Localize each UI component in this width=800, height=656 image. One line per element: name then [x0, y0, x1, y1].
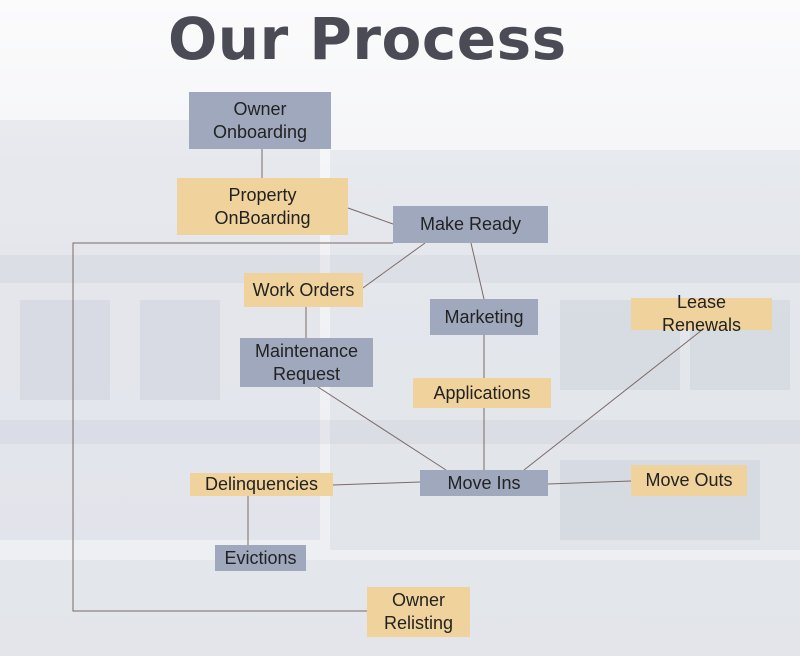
evictions-label: Evictions	[224, 547, 297, 568]
property-onboarding-box: Property OnBoarding	[177, 178, 348, 235]
work-orders-label: Work Orders	[252, 279, 355, 300]
link-makeready-workorders	[359, 242, 426, 291]
maintenance-request-label: Maintenance Request	[254, 340, 359, 384]
link-renewals-moveins	[523, 329, 703, 471]
applications-box: Applications	[413, 378, 551, 408]
maintenance-request-box: Maintenance Request	[240, 338, 373, 387]
link-makeready-marketing	[470, 242, 485, 300]
evictions-box: Evictions	[215, 545, 306, 571]
lease-renewals-label: Lease Renewals	[661, 292, 742, 335]
applications-label: Applications	[433, 382, 531, 403]
property-onboarding-label: Property OnBoarding	[214, 184, 311, 228]
link-property-makeready	[347, 207, 394, 225]
lease-renewals-box: Lease Renewals	[631, 292, 772, 335]
move-ins-label: Move Ins	[447, 472, 521, 493]
delinquencies-label: Delinquencies	[204, 474, 319, 494]
owner-onboarding-box: Owner Onboarding	[189, 92, 331, 149]
move-ins-box: Move Ins	[420, 470, 548, 496]
link-delinquencies-moveins	[332, 481, 421, 486]
link-moveins-moveouts	[547, 480, 632, 485]
make-ready-label: Make Ready	[419, 214, 522, 234]
owner-onboarding-label: Owner Onboarding	[212, 98, 308, 142]
move-outs-box: Move Outs	[631, 465, 747, 496]
owner-relisting-label: Owner Relisting	[383, 590, 454, 633]
marketing-label: Marketing	[444, 306, 524, 327]
work-orders-box: Work Orders	[244, 273, 363, 307]
marketing-box: Marketing	[430, 299, 538, 335]
move-outs-label: Move Outs	[645, 470, 733, 490]
delinquencies-box: Delinquencies	[190, 473, 333, 496]
make-ready-box: Make Ready	[393, 206, 548, 243]
page-title: Our Process	[168, 5, 567, 73]
owner-relisting-box: Owner Relisting	[367, 587, 470, 637]
link-maintenance-moveins	[317, 386, 447, 471]
link-relisting-loop	[72, 242, 393, 612]
